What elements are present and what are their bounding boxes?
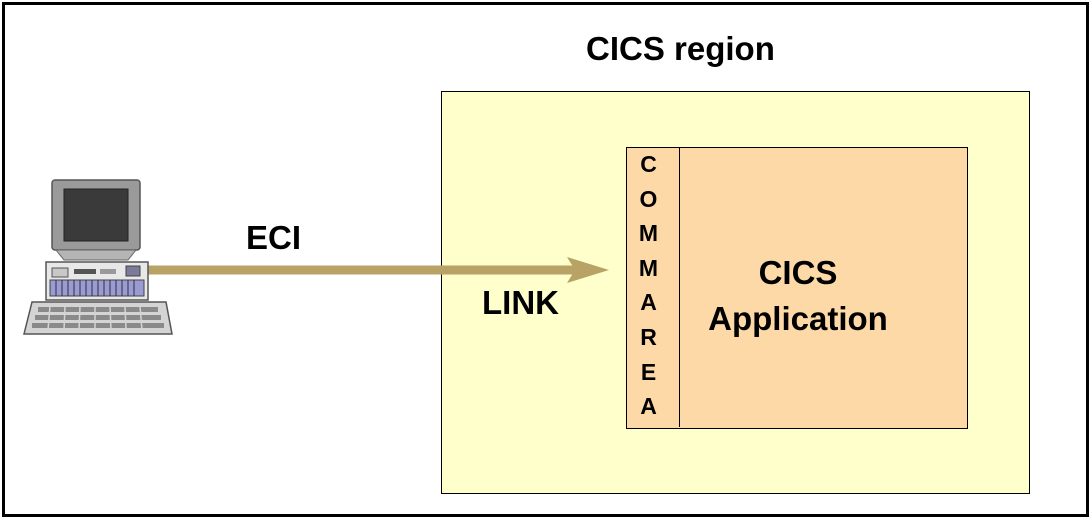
application-label: CICS Application (693, 250, 903, 342)
commarea-letter: A (640, 393, 657, 420)
application-label-line1: CICS (758, 254, 838, 291)
link-label: LINK (482, 284, 559, 321)
region-title: CICS region (586, 30, 775, 67)
commarea-letter: M (638, 254, 659, 281)
eci-label: ECI (246, 219, 302, 256)
application-label-line2: Application (708, 300, 888, 337)
commarea-letter: A (640, 289, 657, 316)
commarea-letter: R (640, 324, 657, 350)
commarea-letter: C (640, 151, 657, 177)
desktop-computer-icon (23, 179, 173, 335)
commarea-letter: E (640, 358, 657, 385)
application-box (626, 147, 968, 429)
commarea-letter: O (639, 185, 658, 212)
arrow-head (567, 257, 609, 283)
commarea-letter: M (638, 220, 659, 247)
